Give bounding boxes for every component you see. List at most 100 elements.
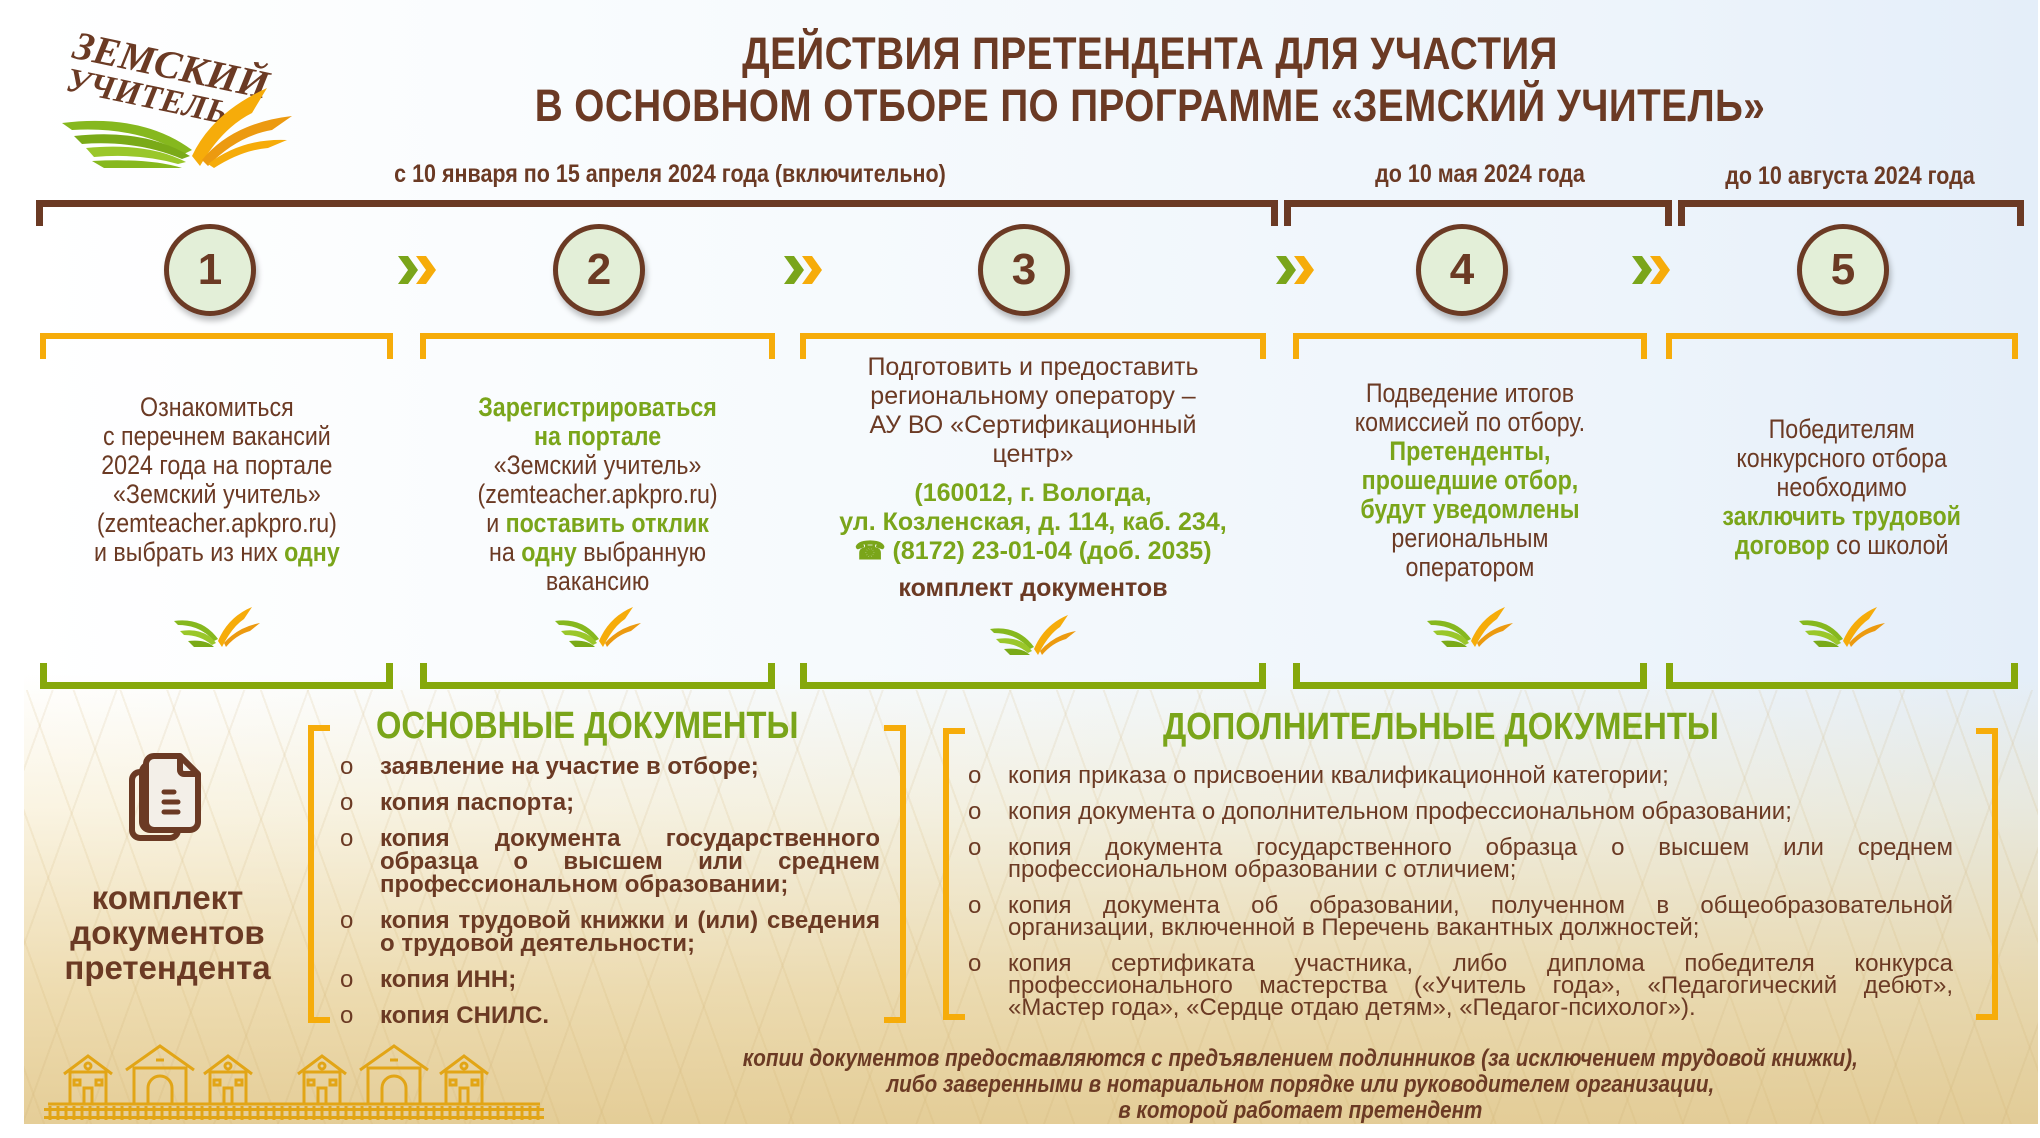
text-line: Победителям (1768, 414, 1916, 444)
step-5-text: Победителям конкурсного отбора необходим… (1676, 415, 2008, 560)
page-title-line-1: ДЕЙСТВИЯ ПРЕТЕНДЕНТА ДЛЯ УЧАСТИЯ (742, 28, 1558, 79)
highlight-text: будут уведомлены (1360, 494, 1580, 524)
text-line: центр» (992, 440, 1074, 468)
portal-url: (zemteacher.apkpro.ru) (96, 508, 337, 538)
step-card-1: Ознакомиться с перечнем вакансий 2024 го… (40, 333, 393, 689)
operator-phone: (8172) 23-01-04 (доб. 2035) (885, 537, 1212, 565)
additional-docs-bracket-right (1976, 728, 1998, 1020)
highlight-text: Зарегистрироваться (478, 392, 717, 422)
main-docs-bracket-left (308, 725, 330, 1023)
highlight-text: договор (1735, 530, 1830, 560)
step-3-text: Подготовить и предоставить региональному… (810, 353, 1256, 603)
bullet-icon: o (968, 762, 982, 789)
bullet-icon: o (340, 753, 354, 780)
text-line: 2024 года на портале (100, 450, 333, 480)
documents-set-label: комплект документов (898, 574, 1168, 602)
main-documents-title: ОСНОВНЫЕ ДОКУМЕНТЫ (376, 705, 799, 747)
highlight-text: одну (521, 537, 577, 567)
step-1-text: Ознакомиться с перечнем вакансий 2024 го… (50, 393, 383, 567)
operator-address: ул. Козленская, д. 114, каб. 234, (839, 508, 1227, 536)
text-line: АУ ВО «Сертификационный (869, 411, 1197, 439)
card-top-bracket (420, 333, 775, 359)
bullet-icon: o (968, 950, 982, 977)
step-number-4: 4 (1416, 224, 1508, 316)
highlight-text: прошедшие отбор, (1361, 465, 1579, 495)
text-line: вакансию (545, 566, 650, 596)
text-line: и выбрать из них (93, 537, 284, 567)
additional-documents-title: ДОПОЛНИТЕЛЬНЫЕ ДОКУМЕНТЫ (1163, 706, 1719, 748)
text-line: комплект (91, 879, 244, 916)
village-houses-fence-icon (44, 1044, 544, 1120)
card-top-bracket (800, 333, 1266, 359)
text-line: с перечнем вакансий (102, 421, 331, 451)
text-line: конкурсного отбора (1736, 443, 1948, 473)
highlight-text: одну (283, 537, 340, 567)
main-docs-bracket-right (884, 725, 906, 1023)
period-bracket-1 (36, 200, 1278, 226)
highlight-text: заключить трудовой (1722, 501, 1962, 531)
bullet-icon: o (340, 1002, 354, 1029)
text-line: региональным (1391, 523, 1549, 553)
documents-stack-icon (129, 753, 201, 841)
step-4-text: Подведение итогов комиссией по отбору. П… (1303, 379, 1637, 582)
step-number-3: 3 (978, 224, 1070, 316)
book-leaf-icon (1799, 607, 1885, 647)
text-line: Подведение итогов (1365, 378, 1575, 408)
step-card-3: Подготовить и предоставить региональному… (800, 333, 1266, 689)
text-line: Ознакомиться (139, 392, 294, 422)
card-top-bracket (1293, 333, 1647, 359)
book-leaf-icon (1427, 607, 1513, 647)
operator-address: (160012, г. Вологда, (914, 479, 1152, 507)
text-line: Подготовить и предоставить (867, 353, 1199, 381)
logo: ЗЕМСКИЙ УЧИТЕЛЬ (52, 18, 302, 168)
step-card-4: Подведение итогов комиссией по отбору. П… (1293, 333, 1647, 689)
bullet-icon: o (340, 825, 354, 852)
bullet-icon: o (968, 892, 982, 919)
highlight-text: на портале (533, 421, 662, 451)
step-card-5: Победителям конкурсного отбора необходим… (1666, 333, 2018, 689)
chevron-right-icon (1632, 256, 1670, 284)
open-book-field-logo-icon: ЗЕМСКИЙ УЧИТЕЛЬ (62, 22, 292, 168)
text-line: претендента (64, 949, 271, 986)
text-line: в которой работает претендент (1117, 1097, 1483, 1124)
bullet-icon: o (340, 789, 354, 816)
text-line: на (488, 537, 522, 567)
highlight-text: поставить отклик (505, 508, 709, 538)
text-line: необходимо (1776, 472, 1908, 502)
chevron-right-icon (784, 256, 822, 284)
text-line: выбранную (576, 537, 707, 567)
period-label-2: до 10 мая 2024 года (1375, 160, 1585, 188)
additional-docs-bracket-left (943, 728, 965, 1020)
text-line: документов (70, 914, 265, 951)
documents-kit-label: комплект документов претендента (50, 880, 285, 985)
text-line: «Земский учитель» (493, 450, 702, 480)
text-line: либо заверенными в нотариальном порядке … (886, 1071, 1714, 1098)
card-bottom-bracket (420, 663, 775, 689)
book-leaf-icon (554, 607, 641, 647)
card-top-bracket (40, 333, 393, 359)
bullet-icon: o (968, 798, 982, 825)
text-line: оператором (1405, 552, 1535, 582)
wheat-field-background (24, 690, 2038, 1124)
chevron-right-icon (398, 256, 436, 284)
period-label-3: до 10 августа 2024 года (1725, 162, 1975, 190)
text-line: со школой (1829, 530, 1949, 560)
book-leaf-icon (173, 607, 260, 647)
card-bottom-bracket (1666, 663, 2018, 689)
period-bracket-3 (1678, 200, 2024, 226)
book-leaf-icon (990, 615, 1076, 655)
footer-note: копии документов предоставляются с предъ… (570, 1046, 2030, 1124)
portal-url: (zemteacher.apkpro.ru) (477, 479, 718, 509)
background (24, 0, 2038, 1124)
bullet-icon: o (340, 966, 354, 993)
